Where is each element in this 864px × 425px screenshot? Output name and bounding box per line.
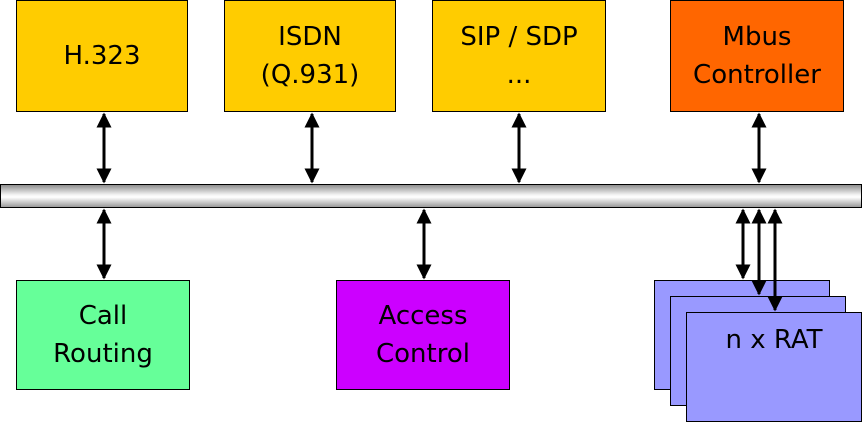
h323-label-line1: H.323 — [63, 41, 141, 71]
mbus-label-line2: Controller — [693, 60, 821, 90]
call-routing-box: Call Routing — [16, 280, 190, 390]
isdn-label-line2: (Q.931) — [260, 60, 360, 90]
rat-label: n x RAT — [725, 325, 823, 355]
access-control-box: Access Control — [336, 280, 510, 390]
mbus-controller-box: Mbus Controller — [670, 0, 844, 112]
isdn-box: ISDN (Q.931) — [224, 0, 396, 112]
call-routing-label-line2: Routing — [53, 339, 153, 369]
access-control-label-line1: Access — [378, 301, 468, 331]
mbus-label-line1: Mbus — [722, 22, 792, 52]
message-bus — [0, 184, 862, 208]
call-routing-label-line1: Call — [78, 301, 128, 331]
sip-label-line2: ... — [506, 60, 532, 90]
sip-label-line1: SIP / SDP — [460, 22, 578, 52]
h323-box: H.323 — [16, 0, 188, 112]
rat-box-front: n x RAT — [686, 312, 862, 422]
access-control-label-line2: Control — [376, 339, 470, 369]
sip-box: SIP / SDP ... — [432, 0, 606, 112]
isdn-label-line1: ISDN — [278, 22, 342, 52]
